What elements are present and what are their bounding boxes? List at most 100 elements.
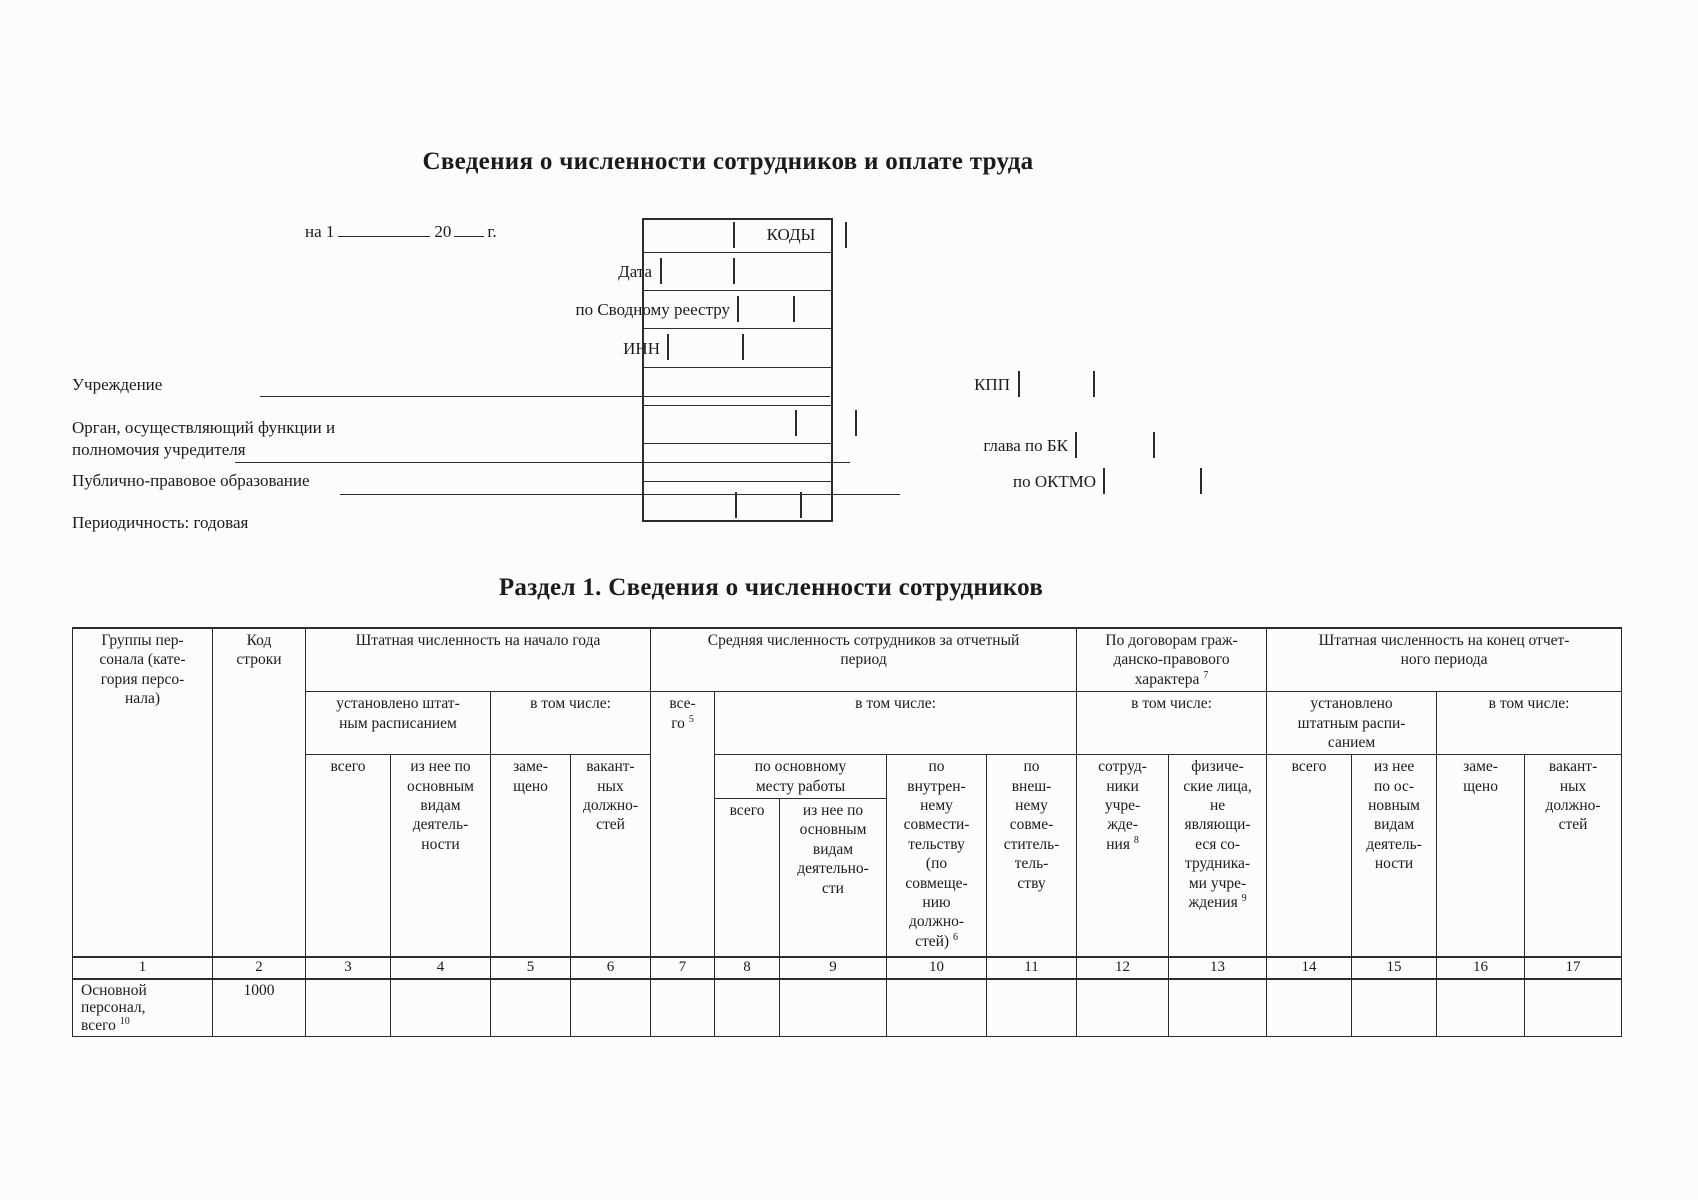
cell-tick <box>800 492 802 518</box>
header-group-civil-contracts: По договорам граж- данско-правового хара… <box>1076 627 1268 693</box>
institution-label: Учреждение <box>72 375 163 394</box>
header-avg-total: все- го 5 <box>650 691 716 957</box>
date-prefix: на 1 <box>305 222 335 241</box>
cell-tick <box>795 410 797 436</box>
col-number: 12 <box>1076 955 1170 980</box>
cell-tick <box>735 492 737 518</box>
table-row-main-personnel: Основной персонал, всего 10 1000 <box>72 977 1623 1038</box>
header-end-staffing: установлено штатным распи- санием <box>1266 691 1438 756</box>
data-cell <box>1351 977 1438 1038</box>
periodicity-label: Периодичность: годовая <box>72 513 249 532</box>
header-col8-total: всего <box>714 798 781 957</box>
oktmo-field-label: по ОКТМО <box>1012 472 1096 491</box>
header-col5-filled: заме- щено <box>490 754 571 957</box>
cell-tick <box>855 410 857 436</box>
institution-fill-line <box>260 395 830 397</box>
date-blank-line <box>338 222 431 237</box>
header-col10-internal-parttime: по внутрен- нему совмести- тельству (по … <box>886 754 988 957</box>
col-number: 4 <box>390 955 491 980</box>
header-main-place-group: по основному месту работы <box>714 754 888 799</box>
data-cell <box>1266 977 1353 1038</box>
codes-box-divider <box>644 481 831 482</box>
header-col14-total: всего <box>1266 754 1353 957</box>
cell-tick <box>793 296 795 322</box>
col-number: 5 <box>490 955 571 980</box>
col-number: 7 <box>650 955 716 980</box>
cell-tick <box>1153 432 1155 458</box>
codes-box-divider <box>644 367 831 368</box>
data-cell <box>1524 977 1623 1038</box>
data-cell <box>779 977 888 1038</box>
cell-tick <box>1093 371 1095 397</box>
data-cell <box>886 977 988 1038</box>
header-col3-total: всего <box>305 754 391 957</box>
codes-box-divider <box>644 290 831 291</box>
codes-box <box>642 218 833 522</box>
cell-tick <box>742 334 744 360</box>
founder-fill-line <box>235 461 850 463</box>
col-number: 2 <box>212 955 306 980</box>
data-cell <box>650 977 716 1038</box>
header-groups-col: Группы пер- сонала (кате- гория персо- н… <box>72 627 213 957</box>
year-blank-line <box>454 222 485 237</box>
col-number: 14 <box>1266 955 1353 980</box>
kpp-field-label: КПП <box>974 375 1010 394</box>
cell-tick <box>1075 432 1077 458</box>
date-field-label: Дата <box>618 262 652 281</box>
document-title: Сведения о численности сотрудников и опл… <box>422 148 1034 175</box>
header-avg-including: в том числе: <box>714 691 1078 756</box>
col-number: 11 <box>986 955 1078 980</box>
col-number: 15 <box>1351 955 1438 980</box>
founder-label-line2: полномочия учредителя <box>72 440 246 459</box>
public-entity-label: Публично-правовое образование <box>72 471 310 490</box>
bk-field-label: глава по БК <box>983 436 1068 455</box>
header-start-staffing: установлено штат- ным расписанием <box>305 691 491 756</box>
founder-label-line1: Орган, осуществляющий функции и <box>72 418 336 437</box>
date-year-prefix: 20 <box>434 222 452 241</box>
column-number-row: 1 2 3 4 5 6 7 8 9 10 11 12 13 14 15 16 1… <box>72 955 1623 980</box>
data-cell <box>1168 977 1268 1038</box>
registry-field-label: по Сводному реестру <box>575 300 730 319</box>
header-group-start-year: Штатная численность на начало года <box>304 627 652 693</box>
cell-tick <box>1200 468 1202 494</box>
codes-box-divider <box>644 328 831 329</box>
col-number: 10 <box>886 955 988 980</box>
report-date-line: на 1 20 г. <box>305 222 497 242</box>
col-number: 9 <box>779 955 888 980</box>
cell-tick <box>660 258 662 284</box>
header-col9-by-main-activity: из нее по основным видам деятельно- сти <box>779 798 888 957</box>
codes-box-divider <box>644 252 831 253</box>
header-col11-external-parttime: по внеш- нему совме- ститель- тель- ству <box>986 754 1078 957</box>
header-civil-including: в том числе: <box>1076 691 1268 756</box>
kody-header: КОДЫ <box>766 225 816 244</box>
data-cell <box>569 977 652 1038</box>
col-number: 1 <box>72 955 213 980</box>
header-start-including: в том числе: <box>489 691 652 756</box>
col-number: 3 <box>305 955 391 980</box>
cell-tick <box>667 334 669 360</box>
codes-box-divider <box>644 443 831 444</box>
header-col13-non-employees: физиче- ские лица, не являющи- еся со- т… <box>1168 754 1268 957</box>
header-group-avg-period: Средняя численность сотрудников за отчет… <box>650 627 1078 693</box>
row-code-cell: 1000 <box>212 977 306 1038</box>
codes-box-divider <box>644 405 831 406</box>
data-cell <box>986 977 1078 1038</box>
data-cell <box>714 977 781 1038</box>
header-group-end-period: Штатная численность на конец отчет- ного… <box>1266 627 1623 693</box>
col-number: 8 <box>714 955 781 980</box>
header-col6-vacant: вакант- ных должно- стей <box>569 754 652 957</box>
data-cell <box>1076 977 1170 1038</box>
header-end-including: в том числе: <box>1436 691 1623 756</box>
header-col16-filled: заме- щено <box>1436 754 1526 957</box>
data-cell <box>305 977 391 1038</box>
cell-tick <box>1018 371 1020 397</box>
data-cell <box>490 977 571 1038</box>
row-category-cell: Основной персонал, всего 10 <box>72 977 213 1038</box>
cell-tick <box>1103 468 1105 494</box>
cell-tick <box>737 296 739 322</box>
col-number: 16 <box>1436 955 1526 980</box>
date-suffix: г. <box>487 222 497 241</box>
section1-title: Раздел 1. Сведения о численности сотрудн… <box>498 574 1044 601</box>
data-cell <box>390 977 491 1038</box>
